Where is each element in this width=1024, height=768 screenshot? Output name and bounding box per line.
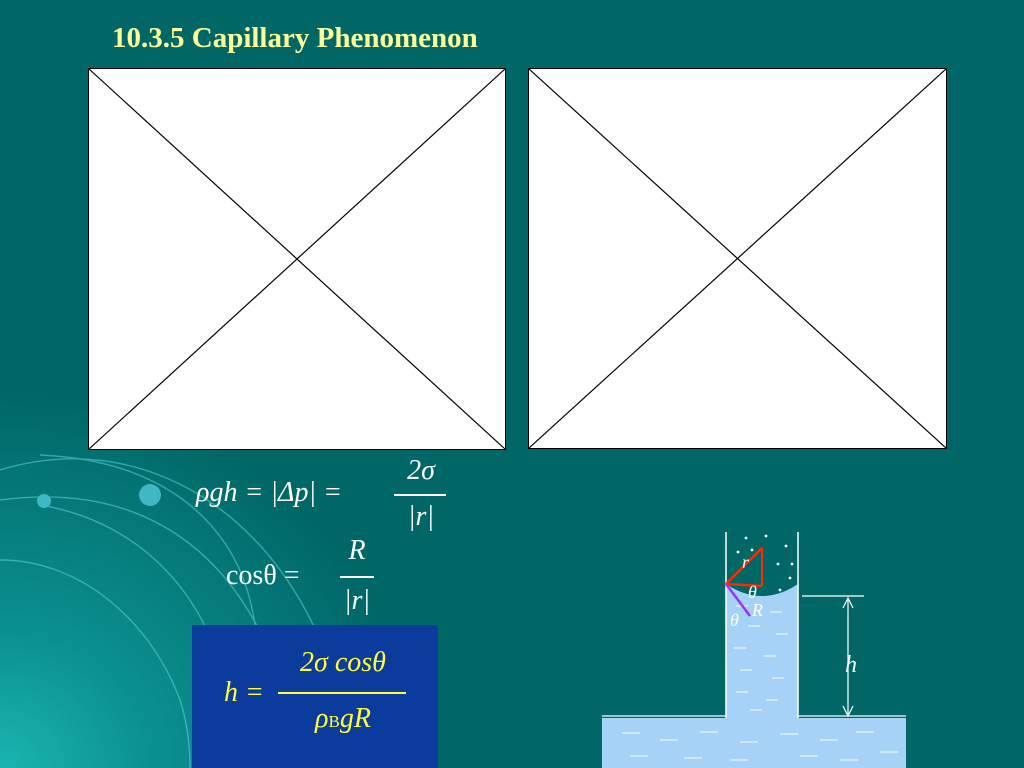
capillary-diagram: r θ R θ h	[602, 532, 906, 768]
missing-image-icon	[89, 69, 505, 449]
label-R: R	[751, 600, 763, 620]
density-subscript: B	[328, 712, 340, 731]
capillary-water-column	[726, 584, 798, 718]
height-arrow-up-icon	[842, 596, 854, 609]
formula-denominator: |r|	[407, 501, 435, 532]
density-symbol: ρ	[315, 703, 329, 734]
fraction-bar	[394, 494, 446, 496]
height-arrow-down-icon	[842, 705, 854, 718]
page-title: 10.3.5 Capillary Phenomenon	[112, 22, 478, 54]
result-formula-box: h = 2σ cosθ ρBgR	[192, 625, 438, 768]
missing-image-icon	[529, 69, 946, 448]
formula-numerator: 2σ	[407, 455, 435, 486]
radius-r-line	[725, 547, 763, 585]
formula-numerator: R	[348, 535, 366, 566]
formula-lhs: cosθ =	[226, 560, 300, 591]
formula-lhs: ρgh = |Δp| =	[196, 477, 343, 508]
label-h: h	[845, 652, 857, 678]
reservoir-water	[602, 718, 906, 768]
label-theta-lower: θ	[730, 610, 739, 630]
label-theta-upper: θ	[748, 582, 757, 602]
water-texture	[622, 605, 898, 761]
formula-denominator: ρBgR	[280, 703, 406, 735]
denominator-rest: gR	[339, 703, 371, 734]
formula-lhs: h =	[224, 677, 264, 708]
radius-r-horizontal	[725, 582, 763, 588]
label-r: r	[742, 552, 750, 572]
image-placeholder-right	[528, 68, 947, 449]
image-placeholder-left	[88, 68, 506, 450]
formula-pressure-balance: ρgh = |Δp| = 2σ |r|	[196, 455, 456, 545]
curvature-circle-dots	[736, 534, 794, 592]
decorative-bubble	[37, 494, 51, 508]
decorative-bubble	[139, 484, 161, 506]
radius-R-line	[725, 583, 751, 617]
fraction-bar	[278, 692, 406, 694]
formula-cos-theta: cosθ = R |r|	[226, 535, 386, 630]
fraction-bar	[340, 576, 374, 578]
formula-denominator: |r|	[343, 585, 371, 616]
formula-numerator: 2σ cosθ	[300, 647, 386, 678]
